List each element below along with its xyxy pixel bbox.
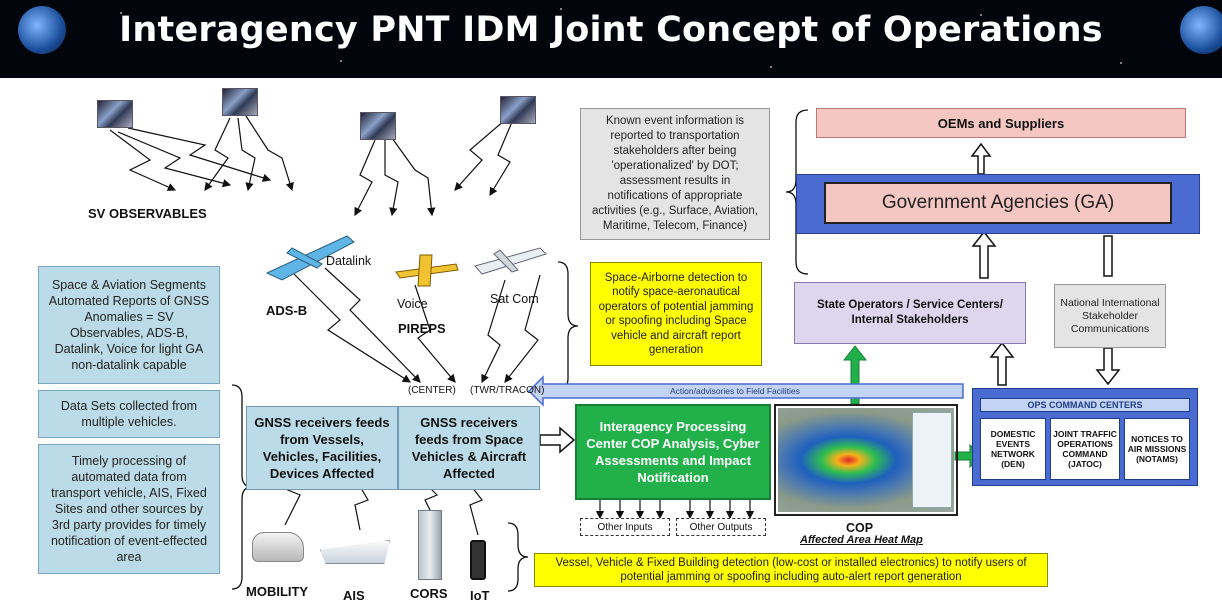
satellite-icon <box>500 96 536 124</box>
satellite-icon <box>360 112 396 140</box>
gnss-vessels-box: GNSS receivers feeds from Vessels, Vehic… <box>246 406 398 490</box>
cop-frame <box>774 404 958 516</box>
heat-map-label: Affected Area Heat Map <box>800 534 923 546</box>
sat-com-label: Sat Com <box>490 292 539 306</box>
phone-icon <box>470 540 486 580</box>
satellite-icon <box>97 100 133 128</box>
processing-center-box: Interagency Processing Center COP Analys… <box>575 404 771 500</box>
globe-icon-right <box>1180 6 1222 54</box>
satellite-icon <box>222 88 258 116</box>
airplane-icon <box>265 235 355 281</box>
other-inputs-box: Other Inputs <box>580 518 670 536</box>
space-airborne-box: Space-Airborne detection to notify space… <box>590 262 762 366</box>
pireps-label: PIREPS <box>398 321 446 336</box>
voice-label: Voice <box>397 297 428 311</box>
cop-label: COP <box>846 521 874 535</box>
ops-den-cell: DOMESTIC EVENTS NETWORK (DEN) <box>980 418 1046 480</box>
segments-box: Space & Aviation Segments Automated Repo… <box>38 266 220 384</box>
car-icon <box>252 532 304 562</box>
ops-centers-title: OPS COMMAND CENTERS <box>980 398 1190 412</box>
ads-b-label: ADS-B <box>266 303 308 318</box>
other-outputs-box: Other Outputs <box>676 518 766 536</box>
airplane-icon <box>474 247 547 275</box>
ops-jatoc-cell: JOINT TRAFFIC OPERATIONS COMMAND (JATOC) <box>1050 418 1120 480</box>
center-label: (CENTER) <box>408 385 456 396</box>
title-banner: Interagency PNT IDM Joint Concept of Ope… <box>0 0 1222 78</box>
datalink-label: Datalink <box>326 254 372 268</box>
cop-side-panel <box>912 412 952 508</box>
oems-box: OEMs and Suppliers <box>816 108 1186 138</box>
ops-notams-cell: NOTICES TO AIR MISSIONS (NOTAMS) <box>1124 418 1190 480</box>
state-operators-box: State Operators / Service Centers/ Inter… <box>794 282 1026 344</box>
datasets-box: Data Sets collected from multiple vehicl… <box>38 390 220 438</box>
timely-processing-box: Timely processing of automated data from… <box>38 444 220 574</box>
vessel-detection-box: Vessel, Vehicle & Fixed Building detecti… <box>534 553 1048 587</box>
mobility-label: MOBILITY <box>246 584 309 599</box>
gnss-space-box: GNSS receivers feeds from Space Vehicles… <box>398 406 540 490</box>
twr-tracon-label: (TWR/TRACON) <box>470 385 545 396</box>
national-comm-box: National International Stakeholder Commu… <box>1054 284 1166 348</box>
iot-label: IoT <box>470 588 490 603</box>
airplane-icon <box>395 254 459 287</box>
building-icon <box>418 510 442 580</box>
globe-icon-left <box>18 6 66 54</box>
action-advisories-label: Action/advisories to Field Facilities <box>670 386 800 396</box>
ais-label: AIS <box>343 588 365 603</box>
page-title: Interagency PNT IDM Joint Concept of Ope… <box>119 10 1103 50</box>
known-event-box: Known event information is reported to t… <box>580 108 770 240</box>
gov-agencies-box: Government Agencies (GA) <box>824 182 1172 224</box>
cors-label: CORS <box>410 586 448 601</box>
sv-observables-label: SV OBSERVABLES <box>88 206 207 221</box>
